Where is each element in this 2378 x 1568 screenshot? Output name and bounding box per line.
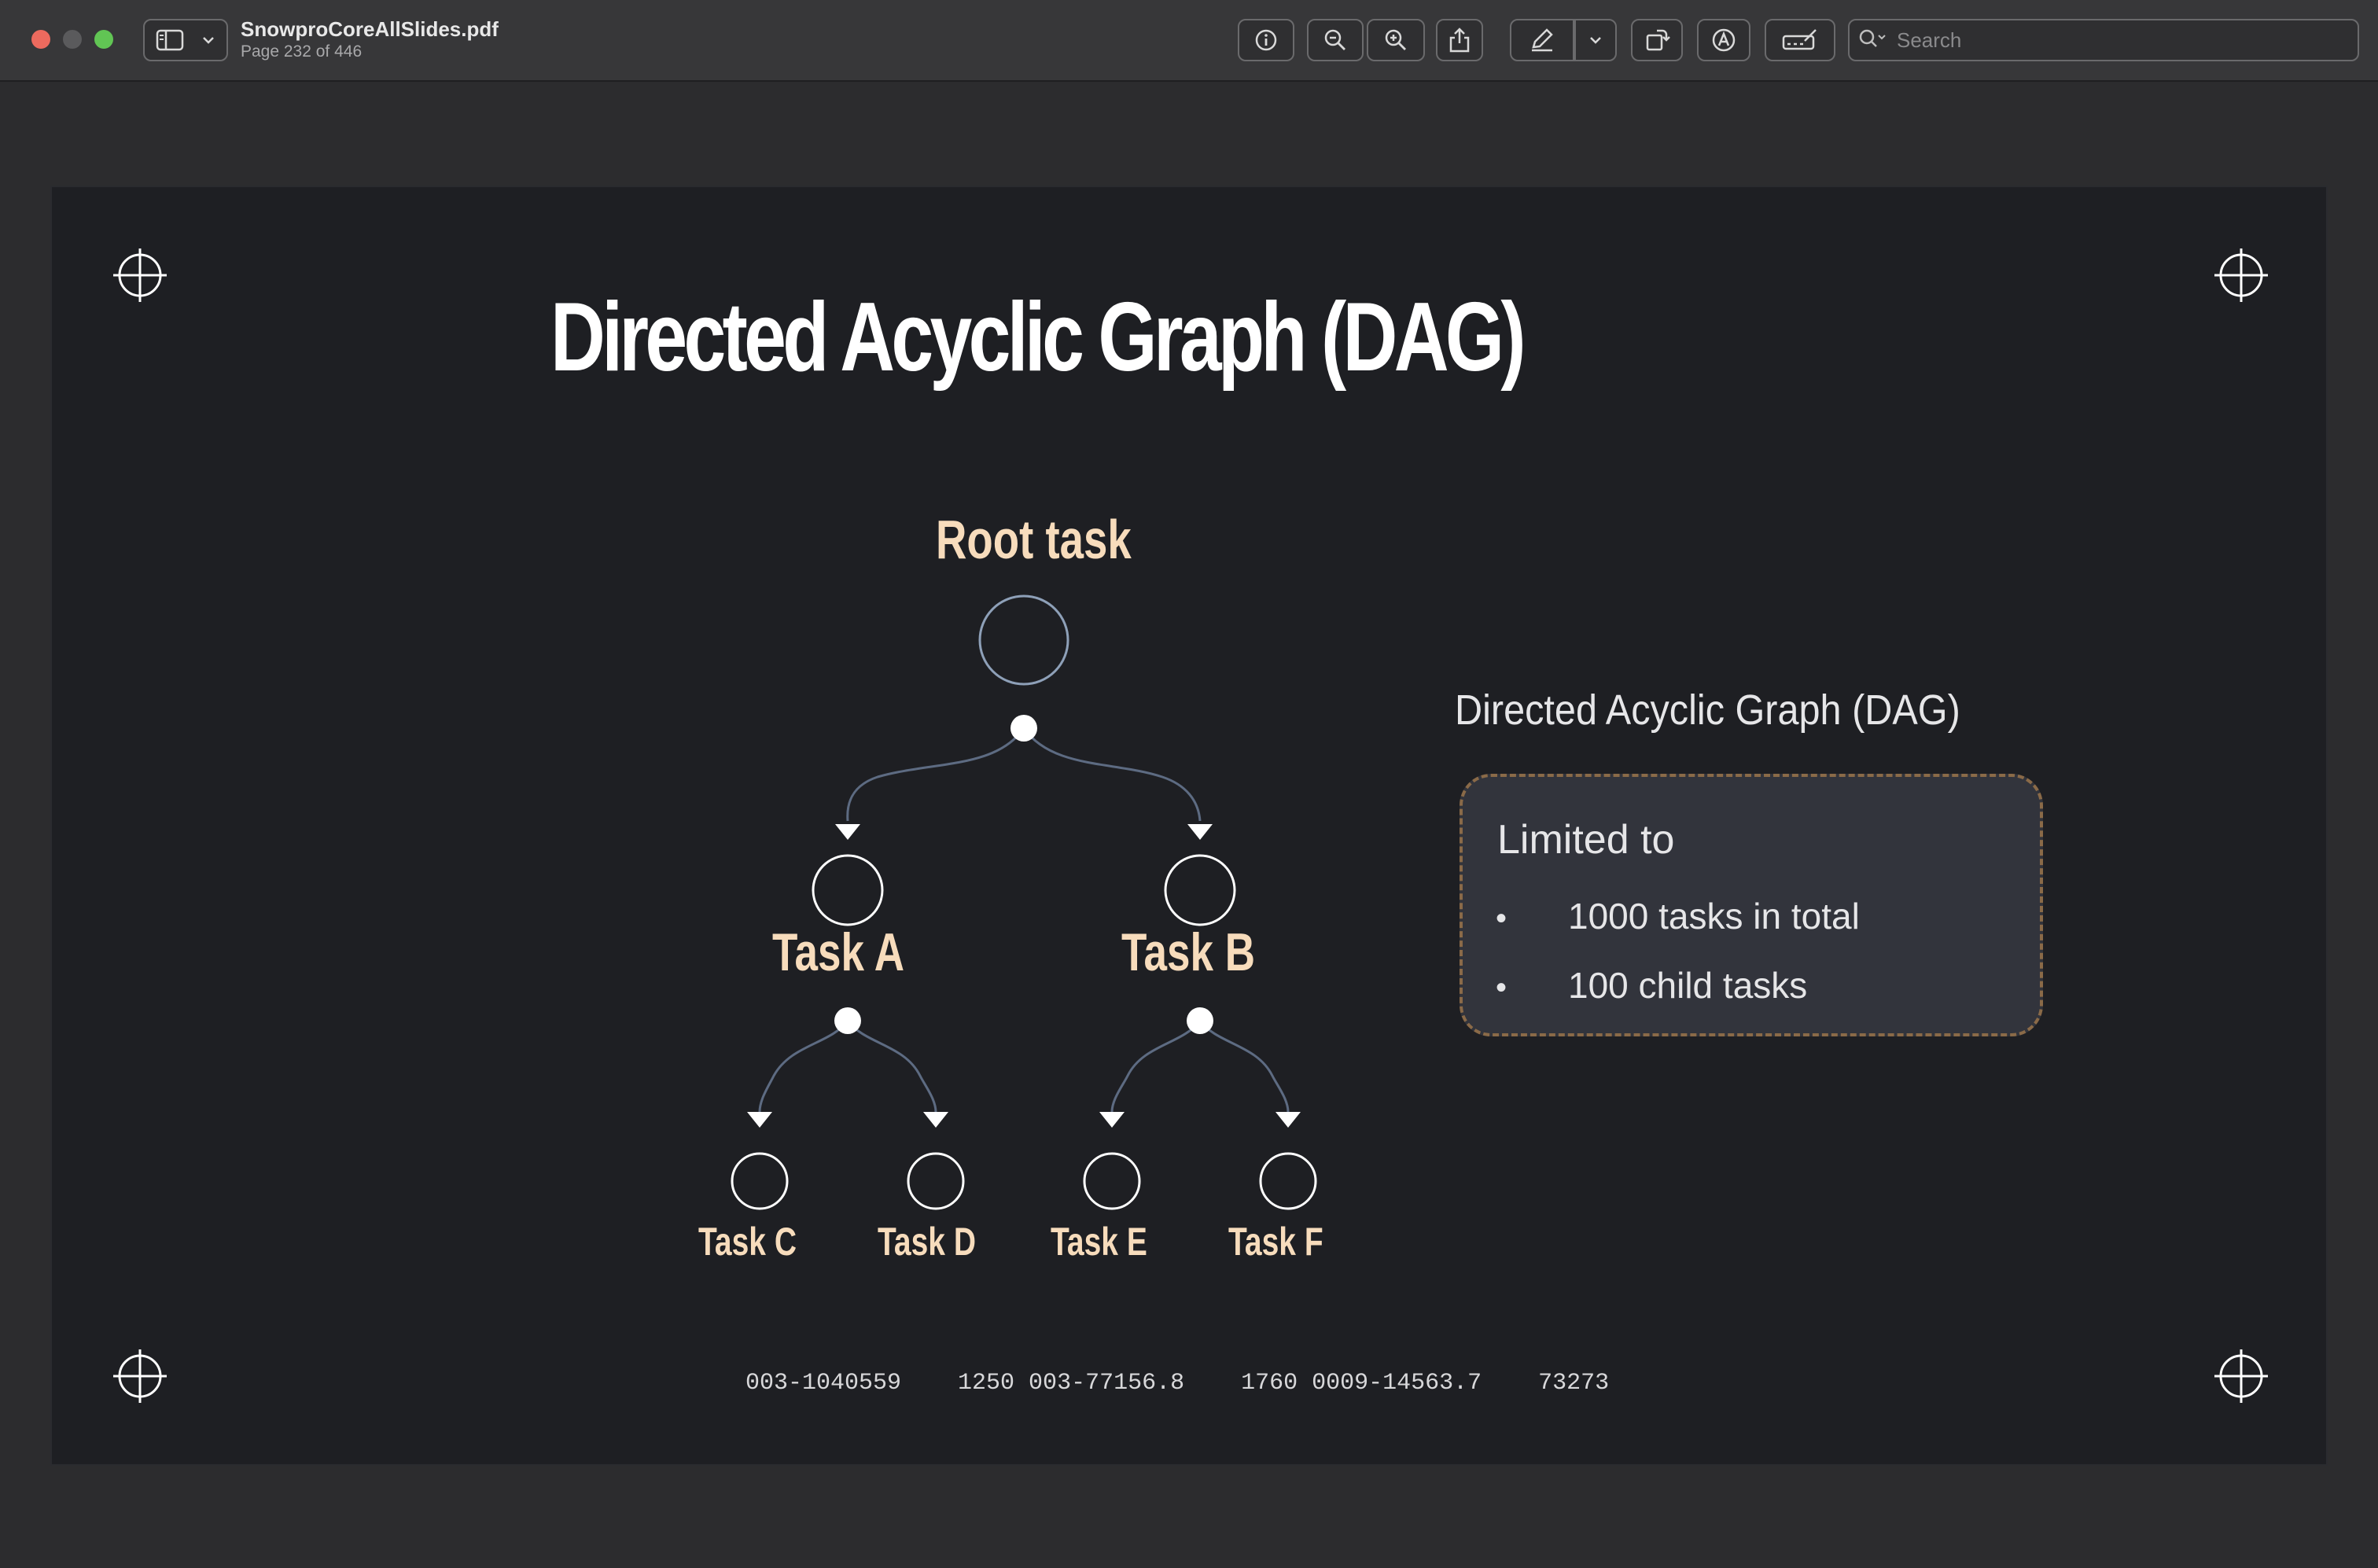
edge-root-to-task-a — [846, 727, 1025, 822]
task-e-label: Task E — [1051, 1220, 1147, 1264]
edge-task-b-to-task-f — [1198, 1020, 1290, 1113]
crosshair-mark-icon — [113, 1349, 167, 1403]
limit-text: 100 child tasks — [1568, 965, 1808, 1006]
root-connector-dot — [1010, 715, 1037, 742]
arrowhead-icon — [923, 1112, 948, 1128]
task-b-connector-dot — [1187, 1007, 1213, 1034]
task-c-node — [731, 1152, 789, 1210]
arrowhead-icon — [1099, 1112, 1125, 1128]
chevron-down-icon — [201, 35, 215, 45]
window-titlebar: SnowproCoreAllSlides.pdf Page 232 of 446 — [0, 0, 2378, 82]
bullet: • — [1496, 970, 1507, 1005]
annotate-icon — [1710, 27, 1737, 53]
zoom-in-button[interactable] — [1367, 19, 1425, 61]
arrowhead-icon — [835, 824, 860, 840]
rotate-icon — [1644, 27, 1670, 53]
slide-title: Directed Acyclic Graph (DAG) — [550, 283, 1526, 392]
pdf-page: Directed Acyclic Graph (DAG) — [50, 186, 2328, 1466]
task-a-node — [812, 854, 884, 926]
markup-pen-icon — [1529, 27, 1555, 53]
arrowhead-icon — [747, 1112, 772, 1128]
task-f-label: Task F — [1228, 1220, 1323, 1264]
markup-button[interactable] — [1510, 19, 1574, 61]
info-button[interactable] — [1238, 19, 1294, 61]
page-indicator: Page 232 of 446 — [241, 42, 363, 61]
markup-menu-button[interactable] — [1574, 19, 1617, 61]
task-e-node — [1083, 1152, 1141, 1210]
task-f-node — [1259, 1152, 1317, 1210]
crosshair-mark-icon — [113, 248, 167, 302]
document-filename: SnowproCoreAllSlides.pdf — [241, 17, 499, 41]
search-icon — [1857, 28, 1889, 53]
share-button[interactable] — [1436, 19, 1483, 61]
list-item: • 100 child tasks — [1496, 964, 1807, 1007]
share-icon — [1448, 27, 1471, 53]
signature-button[interactable] — [1765, 19, 1835, 61]
slide-footer-codes: 003-1040559 1250 003-77156.8 1760 0009-1… — [745, 1370, 1610, 1397]
task-d-node — [907, 1152, 965, 1210]
signature-icon — [1781, 27, 1819, 53]
maximize-window-button[interactable] — [94, 30, 113, 49]
minimize-window-button[interactable] — [63, 30, 82, 49]
info-icon — [1253, 28, 1279, 53]
limit-text: 1000 tasks in total — [1568, 896, 1860, 937]
side-heading: Directed Acyclic Graph (DAG) — [1455, 686, 1960, 734]
search-input[interactable] — [1895, 27, 2339, 53]
limits-callout: Limited to • 1000 tasks in total • 100 chi… — [1460, 774, 2043, 1036]
sidebar-toggle-button[interactable] — [143, 19, 228, 61]
arrowhead-icon — [1187, 824, 1213, 840]
root-task-node — [978, 594, 1069, 686]
edge-task-b-to-task-e — [1110, 1020, 1202, 1113]
chevron-down-icon — [1588, 35, 1603, 45]
zoom-out-icon — [1323, 28, 1348, 53]
sidebar-icon — [156, 29, 184, 51]
edge-task-a-to-task-c — [758, 1020, 849, 1113]
task-a-connector-dot — [834, 1007, 861, 1034]
task-b-label: Task B — [1121, 922, 1256, 982]
search-field[interactable] — [1848, 19, 2359, 61]
crosshair-mark-icon — [2214, 1349, 2268, 1403]
task-d-label: Task D — [878, 1220, 977, 1264]
task-a-label: Task A — [772, 922, 905, 982]
zoom-out-button[interactable] — [1307, 19, 1364, 61]
close-window-button[interactable] — [31, 30, 50, 49]
edge-task-a-to-task-d — [846, 1020, 937, 1113]
crosshair-mark-icon — [2214, 248, 2268, 302]
edge-root-to-task-b — [1022, 727, 1202, 822]
annotate-button[interactable] — [1697, 19, 1750, 61]
dag-diagram — [731, 594, 1317, 1210]
list-item: • 1000 tasks in total — [1496, 895, 1860, 937]
rotate-button[interactable] — [1631, 19, 1683, 61]
arrowhead-icon — [1276, 1112, 1301, 1128]
bullet: • — [1496, 901, 1507, 936]
zoom-in-icon — [1383, 28, 1408, 53]
task-c-label: Task C — [698, 1220, 797, 1264]
task-b-node — [1164, 854, 1236, 926]
root-task-label: Root task — [936, 509, 1132, 570]
limits-title: Limited to — [1497, 817, 1675, 863]
